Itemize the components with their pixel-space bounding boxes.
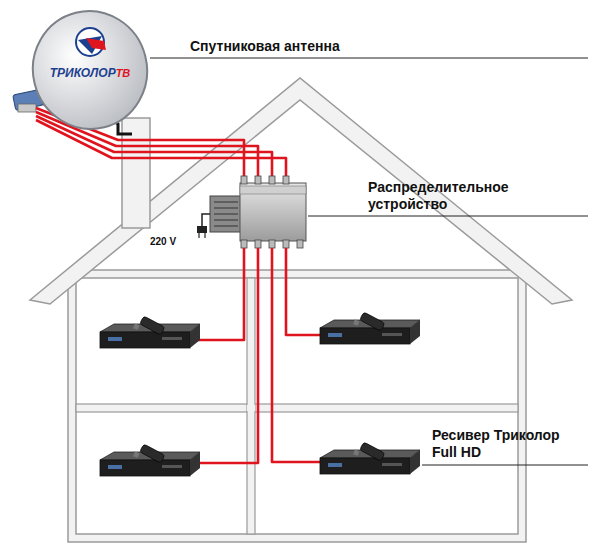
multiswitch [214, 202, 238, 203]
wall-joint [247, 405, 255, 411]
multiswitch [240, 186, 306, 194]
output-cable [272, 248, 322, 462]
multiswitch [269, 240, 275, 248]
callout-label: Распределительное устройство [368, 179, 583, 213]
power-plug [204, 233, 205, 238]
multiswitch [241, 240, 247, 248]
multiswitch [283, 240, 289, 248]
dish-mount [18, 104, 36, 112]
logo-suffix: ТВ [116, 67, 131, 79]
leader-line [150, 58, 588, 465]
leader-line [422, 465, 588, 466]
output-cable [286, 248, 322, 335]
voltage-label: 220 V [150, 236, 176, 248]
power-plug [197, 214, 210, 238]
output-cable [194, 248, 322, 463]
inner-wall [247, 278, 255, 534]
multiswitch [241, 176, 247, 184]
house-wall [68, 270, 526, 542]
logo-text: ТРИКОЛОРТВ [30, 66, 150, 80]
floor-slab [76, 404, 518, 412]
receiver [320, 442, 420, 474]
receiver [100, 316, 200, 348]
power-plug [202, 214, 210, 226]
multiswitch [210, 176, 306, 248]
input-cable [36, 120, 286, 176]
logo-word: ТРИКОЛОР [50, 66, 116, 80]
leader-line [308, 216, 588, 217]
leader-line [150, 58, 588, 59]
logo-emblem [86, 38, 106, 50]
multiswitch [214, 220, 238, 221]
power-plug [197, 226, 207, 233]
multiswitch [255, 240, 261, 248]
multiswitch [214, 226, 238, 227]
multiswitch [214, 208, 238, 209]
callout-label: Спутниковая антенна [190, 38, 340, 55]
multiswitch [297, 240, 303, 248]
dish-reflector [30, 8, 150, 132]
house-interior [76, 278, 518, 534]
receiver [320, 312, 420, 344]
output-cable [194, 248, 258, 463]
multiswitch [269, 176, 275, 184]
multiswitch [214, 214, 238, 215]
output-cable [194, 248, 244, 340]
satellite-dish: ТРИКОЛОРТВ [30, 8, 150, 132]
multiswitch [255, 176, 261, 184]
callout-label: Ресивер Триколор Full HD [432, 427, 582, 461]
multiswitch [240, 183, 306, 241]
multiswitch [210, 196, 242, 232]
multiswitch [283, 176, 289, 184]
power-plug [198, 233, 199, 238]
receiver [100, 444, 200, 476]
